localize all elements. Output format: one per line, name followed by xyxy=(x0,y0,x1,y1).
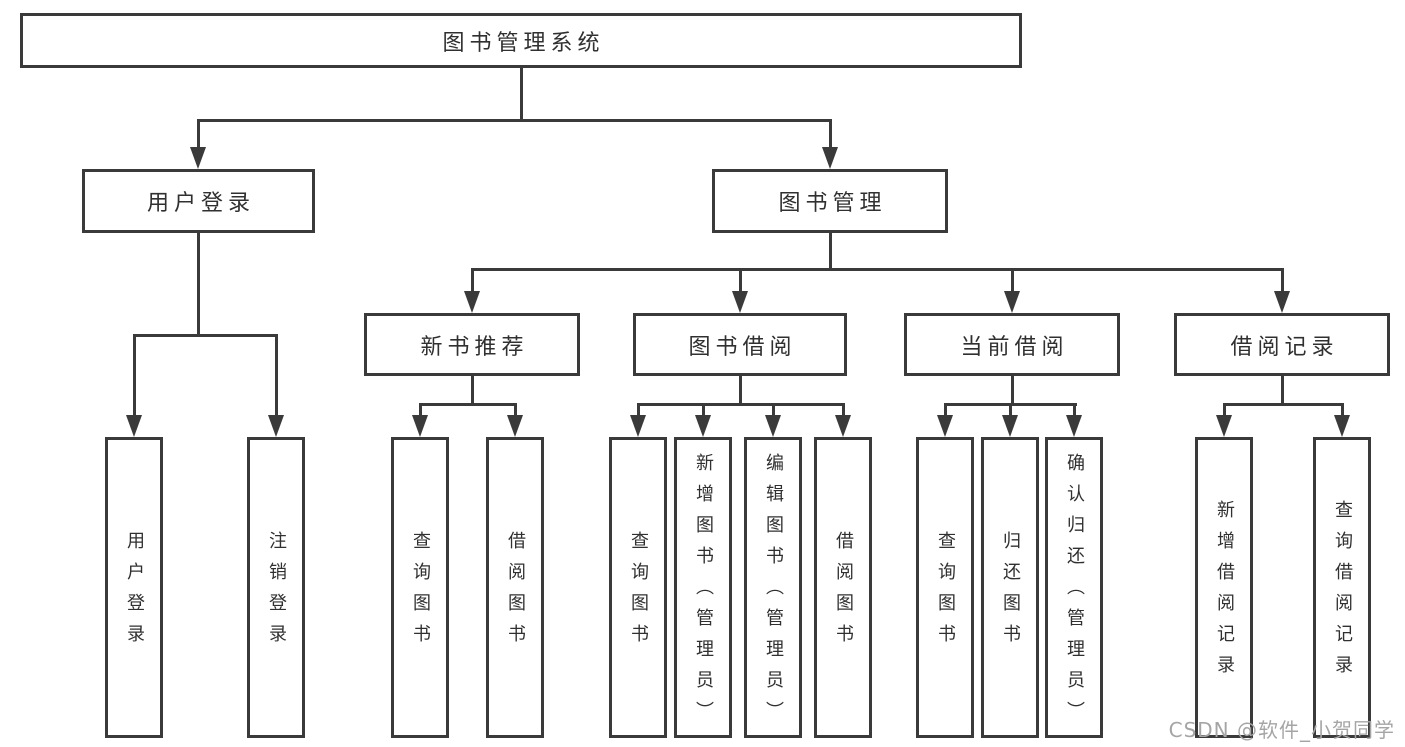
connector-vline xyxy=(828,233,832,271)
leaf-add-borrow-record: 新增借阅记录 xyxy=(1195,437,1253,738)
arrow-down-icon xyxy=(268,336,284,437)
arrow-down-icon xyxy=(630,405,646,437)
arrow-down-icon xyxy=(1066,405,1082,437)
arrow-down-icon xyxy=(190,121,206,169)
connector-hline xyxy=(636,403,845,406)
leaf-query-books-current: 查询图书 xyxy=(916,437,974,738)
connector-vline xyxy=(519,68,523,122)
node-new-book-recommend: 新书推荐 xyxy=(364,313,580,376)
arrow-down-icon xyxy=(126,336,142,437)
arrow-down-icon xyxy=(464,270,480,313)
connector-hline xyxy=(196,119,832,122)
node-book-borrow: 图书借阅 xyxy=(633,313,847,376)
leaf-return-books: 归还图书 xyxy=(981,437,1039,738)
connector-hline xyxy=(943,403,1077,406)
connector-vline xyxy=(196,233,200,337)
arrow-down-icon xyxy=(695,405,711,437)
connector-hline xyxy=(418,403,517,406)
node-user-login: 用户登录 xyxy=(82,169,315,233)
arrow-down-icon xyxy=(937,405,953,437)
arrow-down-icon xyxy=(732,270,748,313)
leaf-query-books-borrow: 查询图书 xyxy=(609,437,667,738)
connector-hline xyxy=(132,334,278,337)
node-book-management: 图书管理 xyxy=(712,169,948,233)
connector-vline xyxy=(470,376,474,406)
leaf-edit-books-admin: 编辑图书（管理员） xyxy=(744,437,802,738)
arrow-down-icon xyxy=(1002,405,1018,437)
connector-vline xyxy=(1280,376,1284,406)
arrow-down-icon xyxy=(412,405,428,437)
leaf-logout: 注销登录 xyxy=(247,437,305,738)
node-borrow-record: 借阅记录 xyxy=(1174,313,1390,376)
leaf-add-books-admin: 新增图书（管理员） xyxy=(674,437,732,738)
leaf-borrow-books-recommend: 借阅图书 xyxy=(486,437,544,738)
leaf-user-login: 用户登录 xyxy=(105,437,163,738)
arrow-down-icon xyxy=(765,405,781,437)
arrow-down-icon xyxy=(1274,270,1290,313)
arrow-down-icon xyxy=(835,405,851,437)
connector-vline xyxy=(1010,376,1014,406)
arrow-down-icon xyxy=(1004,270,1020,313)
leaf-borrow-books: 借阅图书 xyxy=(814,437,872,738)
connector-hline xyxy=(470,268,1284,271)
connector-hline xyxy=(1222,403,1344,406)
watermark: CSDN @软件_小贺同学 xyxy=(1168,718,1395,742)
arrow-down-icon xyxy=(1334,405,1350,437)
arrow-down-icon xyxy=(822,121,838,169)
leaf-query-books-recommend: 查询图书 xyxy=(391,437,449,738)
leaf-confirm-return-admin: 确认归还（管理员） xyxy=(1045,437,1103,738)
arrow-down-icon xyxy=(507,405,523,437)
node-root: 图书管理系统 xyxy=(20,13,1022,68)
leaf-query-borrow-record: 查询借阅记录 xyxy=(1313,437,1371,738)
arrow-down-icon xyxy=(1216,405,1232,437)
connector-vline xyxy=(738,376,742,406)
node-current-borrow: 当前借阅 xyxy=(904,313,1120,376)
